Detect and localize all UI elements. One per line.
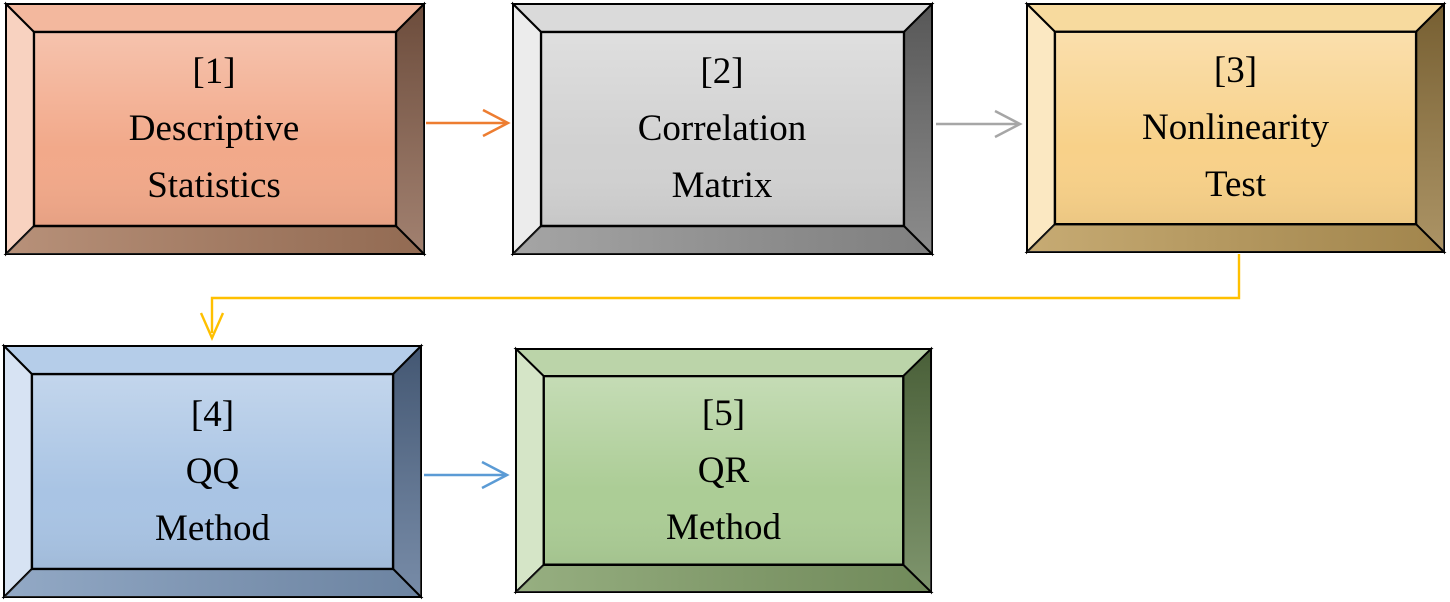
arrow-4-to-5 <box>424 460 510 490</box>
bevel-left <box>516 349 544 592</box>
panel-sheen <box>542 33 903 225</box>
bevel-top <box>6 4 424 32</box>
arrow-shaft <box>210 254 1241 333</box>
panel-sheen <box>544 377 903 564</box>
bevel-left <box>4 346 32 597</box>
arrow-2-to-3 <box>936 109 1023 139</box>
arrow-head <box>199 312 225 341</box>
arrow-1-to-2 <box>426 108 511 138</box>
step-box-3 <box>1027 4 1444 252</box>
bevel-bottom-shade <box>6 226 424 254</box>
bevel-top <box>4 346 421 374</box>
bevel-top <box>516 349 931 376</box>
panel-sheen <box>35 33 395 225</box>
bevel-left <box>6 4 34 254</box>
bevel-bottom-shade <box>3 568 421 598</box>
step-box-5 <box>516 349 931 592</box>
bevel-bottom-shade <box>1026 224 1444 252</box>
bevel-right-shade <box>903 348 932 592</box>
step-box-4 <box>4 346 421 597</box>
bevel-right-shade <box>393 346 421 598</box>
panel-sheen <box>1055 32 1416 224</box>
bevel-right-shade <box>1416 3 1444 252</box>
step-box-1 <box>6 4 424 254</box>
bevel-left <box>1027 4 1055 252</box>
arrow-head <box>994 109 1023 139</box>
panel-sheen <box>32 375 393 568</box>
bevel-top <box>1027 4 1444 32</box>
bevel-bottom-shade <box>515 564 932 592</box>
arrow-3-to-4 <box>199 254 1241 341</box>
step-box-2 <box>513 4 932 254</box>
bevel-bottom-shade <box>513 226 933 254</box>
bevel-right-shade <box>396 4 424 254</box>
bevel-top <box>513 4 932 32</box>
arrow-head <box>481 460 510 490</box>
bevel-right-shade <box>903 4 933 254</box>
arrow-head <box>482 108 511 138</box>
bevel-left <box>513 4 541 254</box>
